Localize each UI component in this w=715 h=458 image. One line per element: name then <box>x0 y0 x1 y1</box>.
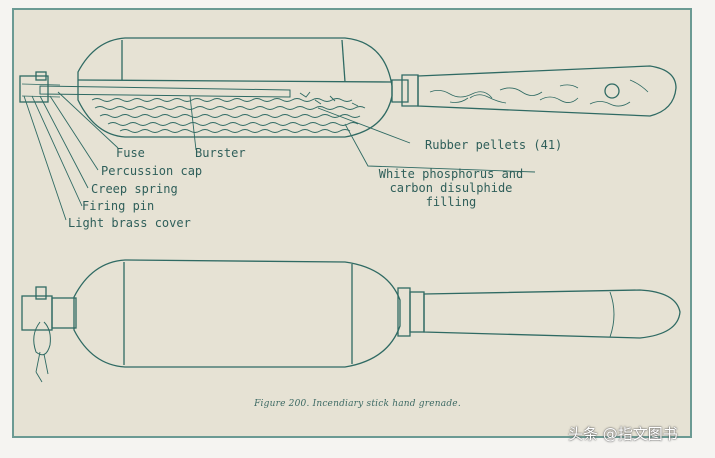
watermark: 头条 @指文图书 <box>568 425 678 443</box>
cutaway-grenade <box>19 37 677 138</box>
label-burster: Burster <box>195 146 246 160</box>
exterior-collar-2 <box>409 291 425 333</box>
label-creep-spring: Creep spring <box>91 182 178 196</box>
cutaway-collar <box>391 79 409 103</box>
label-fuse: Fuse <box>116 146 145 160</box>
exterior-cap-top <box>35 286 47 300</box>
label-filling: White phosphorus and carbon disulphide f… <box>356 167 546 209</box>
leader-lines <box>23 91 536 221</box>
fuse-head <box>19 75 49 103</box>
fuse-inner <box>21 83 61 98</box>
label-light-brass-cover: Light brass cover <box>68 216 191 230</box>
burster-tube <box>39 85 291 98</box>
fuse-cap <box>35 71 47 81</box>
label-filling-line3: filling <box>425 195 477 209</box>
exterior-body <box>73 259 401 368</box>
exterior-cap <box>21 295 53 331</box>
label-filling-line1: White phosphorus and <box>378 167 524 181</box>
exterior-fuse <box>51 297 77 329</box>
safety-pin-ring <box>33 321 51 356</box>
cutaway-mid-line <box>77 79 393 83</box>
rubber-pellet-marks <box>299 91 359 107</box>
filling-waves <box>91 98 366 133</box>
label-firing-pin: Firing pin <box>82 199 155 213</box>
figure-caption: Figure 200. Incendiary stick hand grenad… <box>254 399 461 409</box>
label-filling-line2: carbon disulphide <box>389 181 513 195</box>
exterior-handle <box>423 289 681 339</box>
exterior-handle-end <box>609 291 615 338</box>
handle-hole <box>604 83 620 99</box>
exterior-grenade <box>21 259 681 383</box>
label-percussion-cap: Percussion cap <box>101 164 203 178</box>
safety-pin-cord <box>35 351 49 383</box>
wood-grain <box>429 79 649 107</box>
cutaway-handle <box>417 65 677 117</box>
label-rubber-pellets: Rubber pellets (41) <box>425 138 563 152</box>
cutaway-top-line-2 <box>341 39 346 83</box>
